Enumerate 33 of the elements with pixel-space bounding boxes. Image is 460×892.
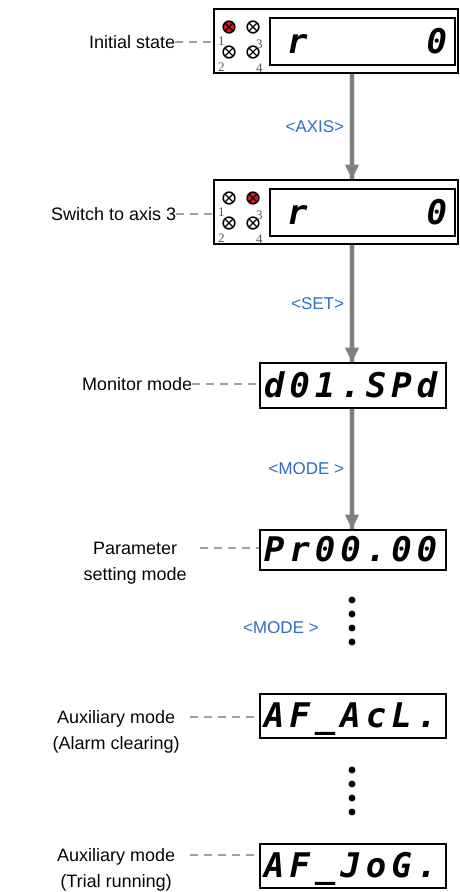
state-label: Switch to axis 3 <box>0 201 176 227</box>
segment-display <box>269 188 456 237</box>
indicator-number: 1 <box>218 34 224 47</box>
state-label: Monitor mode <box>20 371 192 397</box>
indicator-number: 3 <box>256 37 262 50</box>
state-label: Initial state <box>15 29 175 55</box>
indicator-number: 1 <box>218 205 224 218</box>
leader-line <box>176 213 213 215</box>
display-readout: Pr00.00 <box>264 530 442 570</box>
display-readout: AF_AcL. <box>264 696 442 736</box>
control-panel <box>213 179 459 245</box>
leader-line <box>200 547 259 549</box>
display-readout: 0 <box>426 22 452 62</box>
state-label: Parameter setting mode <box>70 535 200 587</box>
display-readout: 0 <box>426 192 452 232</box>
arrow <box>344 409 360 529</box>
indicator-number: 4 <box>256 232 262 245</box>
leader-line <box>175 41 213 43</box>
arrow <box>344 245 360 362</box>
display-readout: r <box>287 192 312 232</box>
indicator-number: 3 <box>256 208 262 221</box>
indicator-number: 2 <box>218 60 224 73</box>
display-readout: r <box>287 22 312 62</box>
state-label: Auxiliary mode (Trial running) <box>42 842 190 892</box>
segment-display <box>269 17 456 66</box>
display-readout: d01.SPd <box>264 366 442 406</box>
state-label: Auxiliary mode (Alarm clearing) <box>42 704 190 756</box>
arrow <box>344 74 360 179</box>
control-panel <box>213 8 459 74</box>
leader-line <box>192 383 259 385</box>
indicator-number: 2 <box>218 231 224 244</box>
indicator-number: 4 <box>256 61 262 74</box>
display-readout: AF_JoG. <box>264 846 442 886</box>
